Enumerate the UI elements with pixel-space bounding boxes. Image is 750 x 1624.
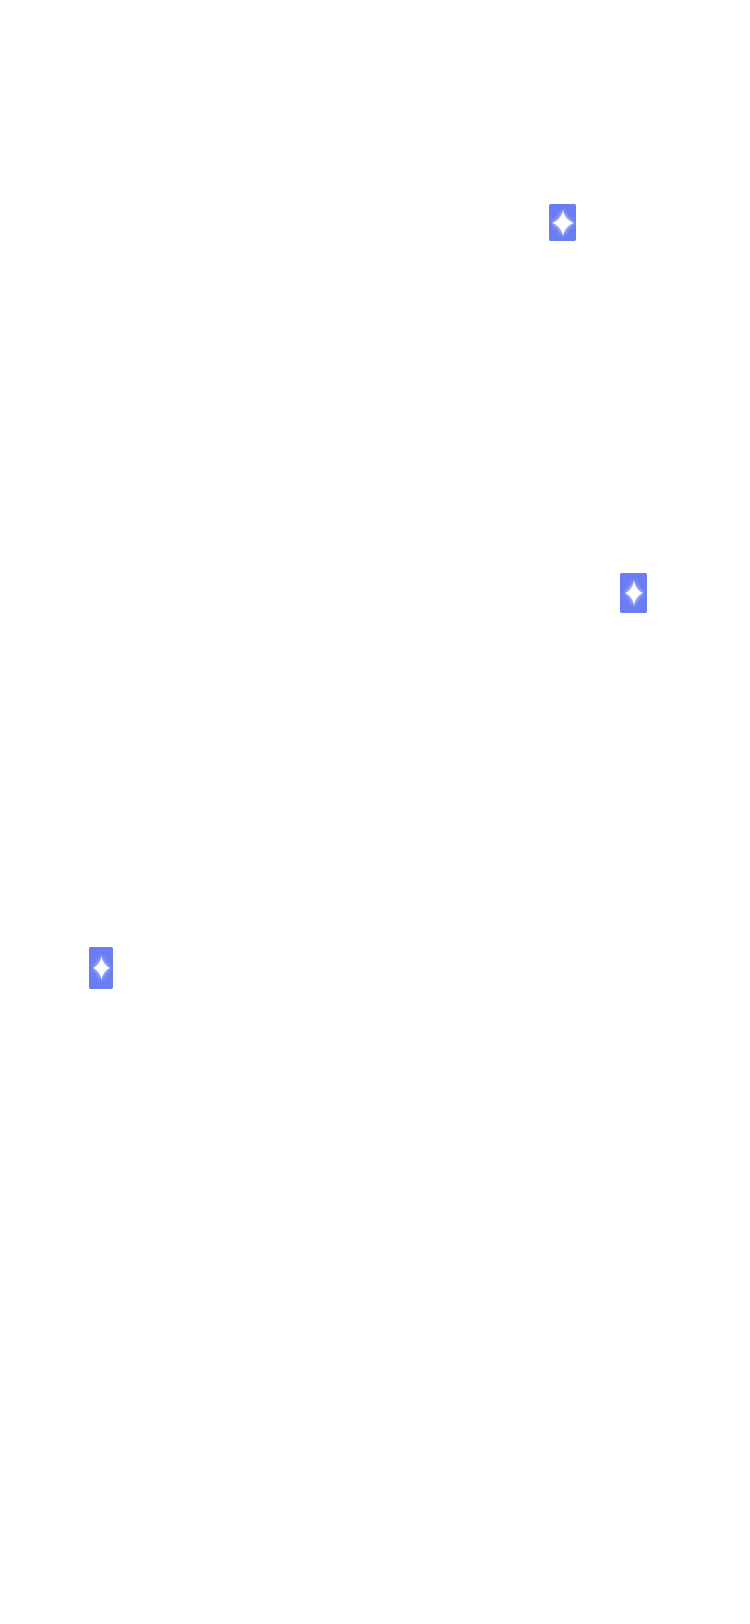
sparkle-icon — [624, 578, 643, 608]
sparkle-icon — [551, 208, 574, 237]
sparkle-icon — [92, 952, 110, 984]
sparkle-badge-top-right[interactable] — [549, 204, 576, 241]
sparkle-badge-left[interactable] — [89, 947, 113, 989]
sparkle-badge-middle-right[interactable] — [620, 573, 647, 613]
